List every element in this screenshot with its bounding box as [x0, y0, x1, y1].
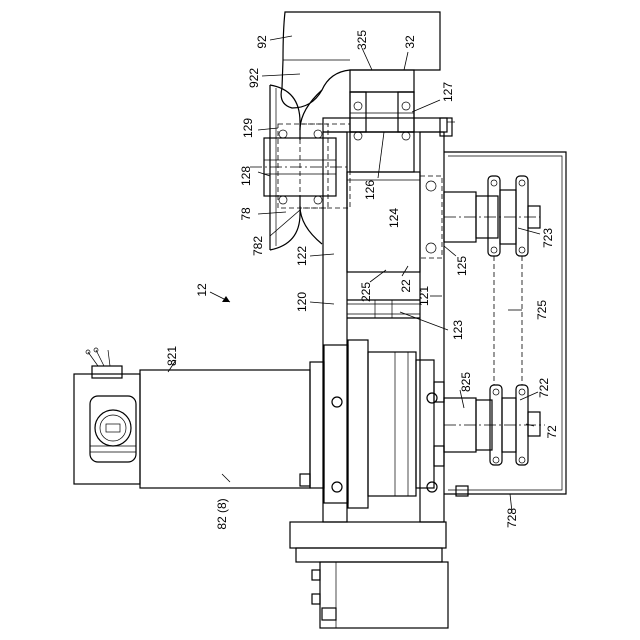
- label-22: 22: [399, 279, 413, 293]
- shaft-124: [420, 176, 540, 258]
- rail-92: [281, 12, 440, 108]
- label-120: 120: [295, 292, 309, 312]
- label-723: 723: [541, 228, 555, 248]
- arrow-12: [210, 292, 230, 302]
- label-127: 127: [441, 82, 455, 102]
- label-125: 125: [455, 256, 469, 276]
- label-121: 121: [417, 286, 431, 306]
- label-128: 128: [239, 166, 253, 186]
- label-78: 78: [239, 207, 253, 221]
- chain-725: [494, 256, 522, 385]
- label-92: 92: [255, 35, 269, 49]
- label-821: 821: [165, 346, 179, 366]
- label-722: 722: [537, 378, 551, 398]
- slider-block-22: [347, 172, 420, 272]
- frame-plates: [323, 132, 444, 522]
- label-124: 124: [387, 208, 401, 228]
- label-32: 32: [403, 35, 417, 49]
- label-825: 825: [459, 372, 473, 392]
- motor-82: [74, 348, 310, 488]
- label-725: 725: [535, 300, 549, 320]
- label-782: 782: [251, 236, 265, 256]
- gearbox: [300, 340, 444, 508]
- label-123: 123: [451, 320, 465, 340]
- pulley-78: [250, 85, 350, 250]
- base-mount: [290, 522, 448, 628]
- bearing-block-32: [350, 70, 414, 172]
- axle-plate-127: [323, 118, 455, 136]
- label-728: 728: [505, 508, 519, 528]
- label-325: 325: [355, 30, 369, 50]
- label-225: 225: [359, 282, 373, 302]
- label-122: 122: [295, 246, 309, 266]
- label-12: 12: [195, 283, 209, 297]
- sprocket-723: [488, 176, 540, 256]
- label-129: 129: [241, 118, 255, 138]
- label-72: 72: [545, 425, 559, 439]
- label-82: 82 (8): [215, 498, 229, 529]
- label-126: 126: [363, 180, 377, 200]
- label-922: 922: [247, 68, 261, 88]
